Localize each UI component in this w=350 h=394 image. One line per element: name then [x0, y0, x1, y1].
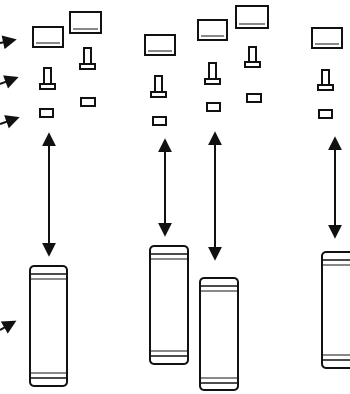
block-large [311, 27, 343, 49]
block-small [206, 102, 221, 112]
capsule [149, 245, 189, 365]
block-small [318, 109, 333, 119]
post [317, 69, 334, 91]
block-large [235, 5, 269, 29]
block-large [144, 34, 176, 56]
block-large [197, 19, 228, 41]
pointer-arrows [0, 35, 20, 334]
group-1 [29, 11, 102, 387]
post [39, 67, 56, 90]
block-small [39, 108, 54, 118]
group-3 [311, 27, 350, 369]
block-small [246, 93, 262, 103]
block-large [32, 26, 64, 48]
pointer-arrow-3 [0, 115, 20, 129]
pointer-arrow-2 [0, 75, 19, 89]
capsule [321, 251, 350, 369]
block-large [69, 11, 102, 34]
post [150, 75, 167, 98]
group-2 [144, 5, 269, 391]
block-small [80, 97, 96, 107]
post [79, 47, 96, 70]
capsule [199, 277, 239, 391]
capsule [29, 265, 68, 387]
post [244, 46, 261, 68]
pointer-arrow-4 [0, 320, 17, 334]
post [204, 62, 221, 85]
block-small [152, 116, 167, 126]
pointer-arrow-1 [0, 35, 17, 50]
